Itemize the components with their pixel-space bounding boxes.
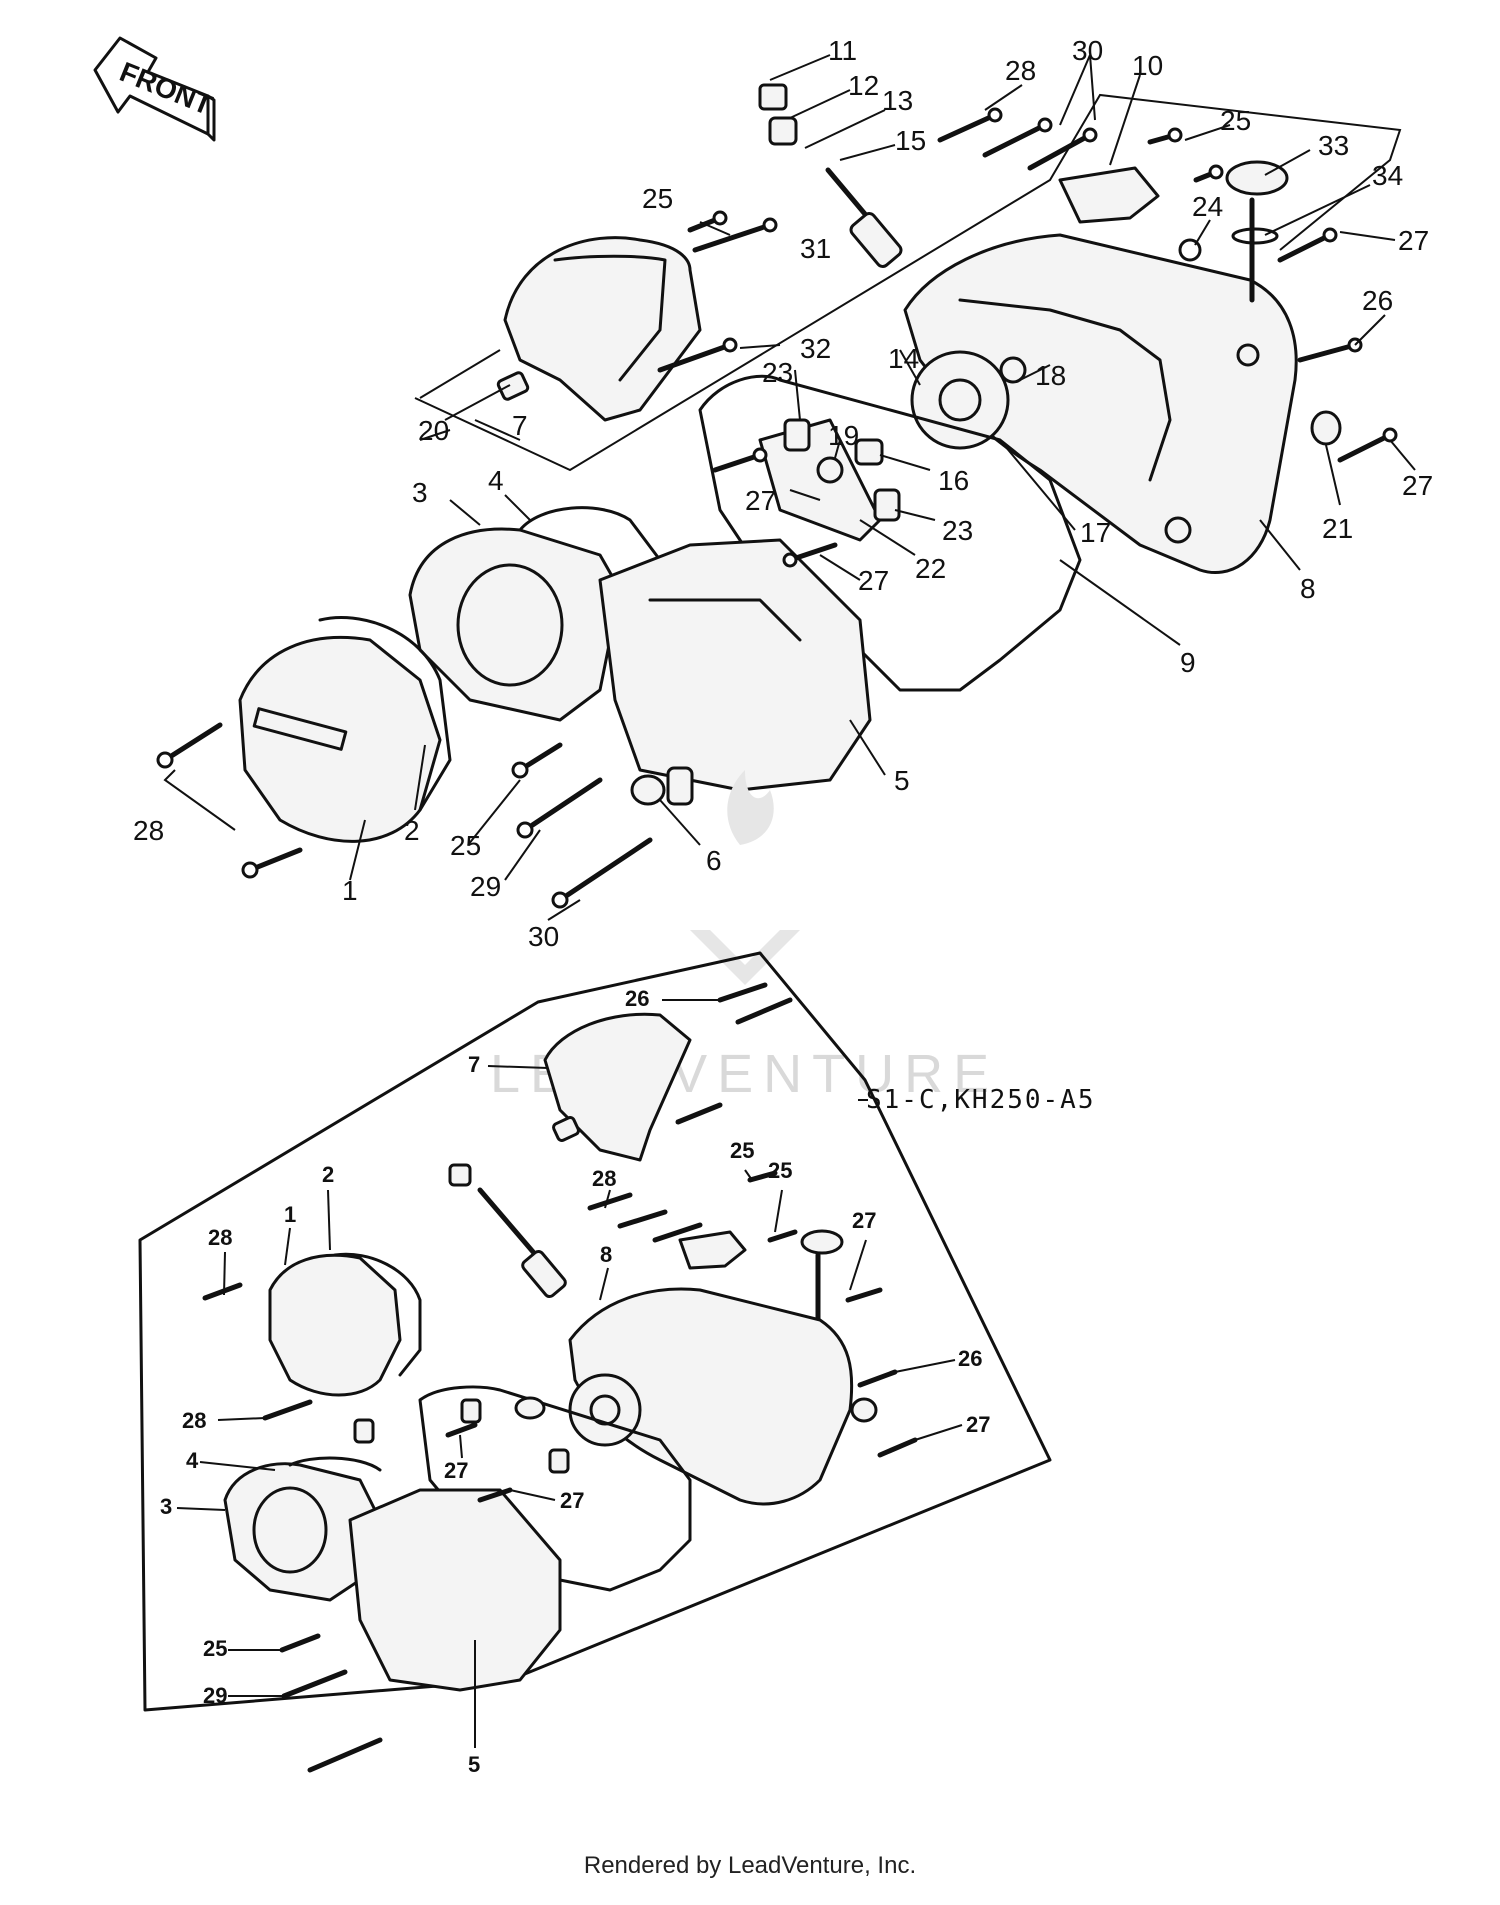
callout-17: 17 — [1080, 517, 1111, 548]
callout-5: 5 — [894, 765, 910, 796]
callout-33: 33 — [1318, 130, 1349, 161]
lower-callout-1: 1 — [284, 1202, 296, 1227]
callout-27d: 27 — [858, 565, 889, 596]
generator-cover-1 — [238, 636, 442, 843]
lower-callout-29: 29 — [203, 1683, 227, 1708]
callout-23a: 23 — [762, 357, 793, 388]
sprocket-cover-7 — [503, 236, 702, 422]
callout-20: 20 — [418, 415, 449, 446]
variant-frame — [138, 951, 1052, 1712]
footer-credit: Rendered by LeadVenture, Inc. — [583, 1852, 917, 1879]
callout-8: 8 — [1300, 573, 1316, 604]
lower-callout-28c: 28 — [182, 1408, 206, 1433]
callout-16: 16 — [938, 465, 969, 496]
lower-callout-27b: 27 — [966, 1412, 990, 1437]
lower-callout-27a: 27 — [852, 1208, 876, 1233]
callout-21: 21 — [1322, 513, 1353, 544]
callout-10: 10 — [1132, 50, 1163, 81]
callout-26: 26 — [1362, 285, 1393, 316]
lower-callout-8: 8 — [600, 1242, 612, 1267]
callout-3: 3 — [412, 477, 428, 508]
front-label: FRONT — [115, 56, 216, 121]
callout-30: 30 — [1072, 35, 1103, 66]
callout-28: 28 — [1005, 55, 1036, 86]
callout-25: 25 — [1220, 105, 1251, 136]
lower-callout-27c: 27 — [444, 1458, 468, 1483]
lower-callout-3: 3 — [160, 1494, 172, 1519]
lower-callout-25b: 25 — [768, 1158, 792, 1183]
upper-assembly: 11 12 13 15 28 30 10 25 33 34 24 27 26 2… — [133, 35, 1433, 952]
callout-32: 32 — [800, 333, 831, 364]
callout-11: 11 — [828, 35, 857, 66]
callout-31: 31 — [800, 233, 831, 264]
lower-callout-28b: 28 — [208, 1225, 232, 1250]
callout-14: 14 — [888, 343, 919, 374]
lower-callout-25a: 25 — [730, 1138, 754, 1163]
lower-callout-5: 5 — [468, 1752, 480, 1777]
model-label: S1-C,KH250-A5 — [866, 1085, 1096, 1115]
callout-25b: 25 — [642, 183, 673, 214]
callout-27a: 27 — [1398, 225, 1429, 256]
lower-callout-26b: 26 — [958, 1346, 982, 1371]
callout-28b: 28 — [133, 815, 164, 846]
callout-9: 9 — [1180, 647, 1196, 678]
gasket-9 — [698, 374, 1082, 692]
lower-callout-27d: 27 — [560, 1488, 584, 1513]
callout-22: 22 — [915, 553, 946, 584]
lower-callout-7: 7 — [468, 1052, 480, 1077]
callout-34: 34 — [1372, 160, 1403, 191]
front-arrow-icon: FRONT — [93, 36, 217, 142]
lower-callout-26: 26 — [625, 986, 649, 1011]
callout-4: 4 — [488, 465, 504, 496]
callout-18: 18 — [1035, 360, 1066, 391]
callout-25c: 25 — [450, 830, 481, 861]
callout-27b: 27 — [1402, 470, 1433, 501]
callout-27c: 27 — [745, 485, 776, 516]
generator-housing-3 — [408, 527, 622, 722]
lower-assembly: S1-C,KH250-A5 — [138, 951, 1096, 1777]
callout-23b: 23 — [942, 515, 973, 546]
lower-callout-2: 2 — [322, 1162, 334, 1187]
callout-1: 1 — [342, 875, 358, 906]
callout-2: 2 — [404, 815, 420, 846]
callout-6: 6 — [706, 845, 722, 876]
lower-callout-28: 28 — [592, 1166, 616, 1191]
callout-19: 19 — [828, 420, 859, 451]
callout-7: 7 — [512, 410, 528, 441]
callout-30b: 30 — [528, 921, 559, 952]
callout-29: 29 — [470, 871, 501, 902]
lower-callout-25c: 25 — [203, 1636, 227, 1661]
drive-sprocket — [910, 350, 1010, 450]
callout-24: 24 — [1192, 191, 1223, 222]
callout-15: 15 — [895, 125, 926, 156]
callout-12: 12 — [848, 70, 879, 101]
lower-callout-4: 4 — [186, 1448, 199, 1473]
left-cover-5 — [598, 538, 872, 792]
callout-13: 13 — [882, 85, 913, 116]
